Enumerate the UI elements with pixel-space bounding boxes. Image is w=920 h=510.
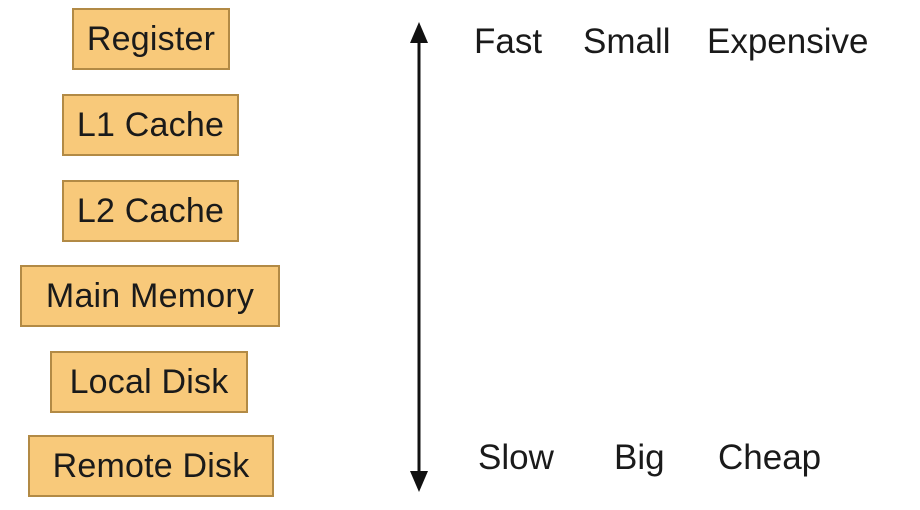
arrow-head-down [410,471,428,492]
property-cheap: Cheap [718,438,822,477]
tier-l1-cache: L1 Cache [62,94,239,156]
property-small: Small [583,22,671,61]
tier-main-memory: Main Memory [20,265,280,327]
property-fast: Fast [474,22,543,61]
tier-register: Register [72,8,230,70]
tier-local-disk: Local Disk [50,351,248,413]
property-expensive: Expensive [707,22,869,61]
property-big: Big [614,438,665,477]
tier-l2-cache: L2 Cache [62,180,239,242]
arrow-head-up [410,22,428,43]
property-slow: Slow [478,438,554,477]
tier-remote-disk: Remote Disk [28,435,274,497]
double-arrow-icon [410,22,428,492]
